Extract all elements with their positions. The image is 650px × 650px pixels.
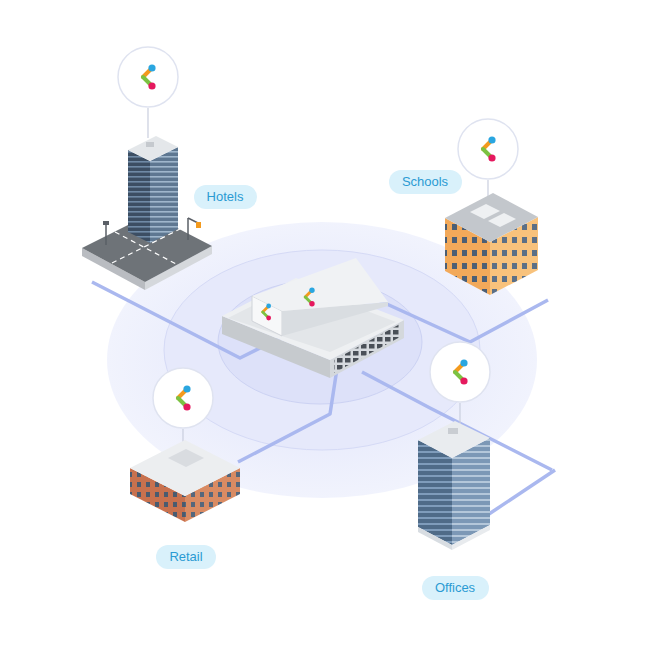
leader-lines-part [459,403,460,424]
network-cables-part [480,470,555,520]
logo-badges-part [178,385,191,410]
network-switch-part [305,288,314,307]
logo-badges-part [153,368,213,428]
office-building-part [452,525,490,550]
hotel-building-part [128,136,178,161]
logo-badges-part [430,342,490,402]
network-switch [222,258,404,378]
retail-building [130,440,240,522]
logo-badges-part [458,119,518,179]
school-building [445,193,538,295]
hotel-building-part [187,218,189,240]
hotel-building-part [150,147,178,243]
category-label: Hotels [207,189,244,205]
hotel-building-part [105,225,107,245]
hotel-building [82,136,212,290]
network-cables-part [238,362,338,462]
category-label: Offices [435,580,475,596]
pill-label: Retail [156,545,216,569]
leader-lines-part [147,108,148,138]
category-label: Schools [402,174,448,190]
retail-building-part [168,449,204,467]
leader-lines [148,108,488,446]
hotel-building-part [196,222,201,228]
hotel-building-part [128,150,150,243]
retail-building-part [130,440,240,496]
category-label: Retail [169,549,202,565]
office-building-part [418,440,452,545]
office-building-part [448,428,458,434]
pill-label: Schools [389,170,462,194]
logo-badges-part [118,47,178,107]
pill-label: Offices [422,576,489,600]
network-switch-part [263,304,271,321]
office-building-part [418,527,452,550]
school-building-part [470,204,500,219]
office-building [418,421,490,550]
leader-lines-part [487,180,488,198]
network-switch-part [252,258,388,311]
office-building-part [418,421,490,458]
logo-badges-part [483,136,496,161]
pill-label: Hotels [194,185,257,209]
hotel-building-part [103,221,109,225]
hotel-building-part [146,142,154,147]
school-building-part [488,213,516,227]
logo-badges-part [455,359,468,384]
logo-badges [118,47,518,428]
school-building-part [445,193,538,242]
logo-badges-part [143,64,156,89]
